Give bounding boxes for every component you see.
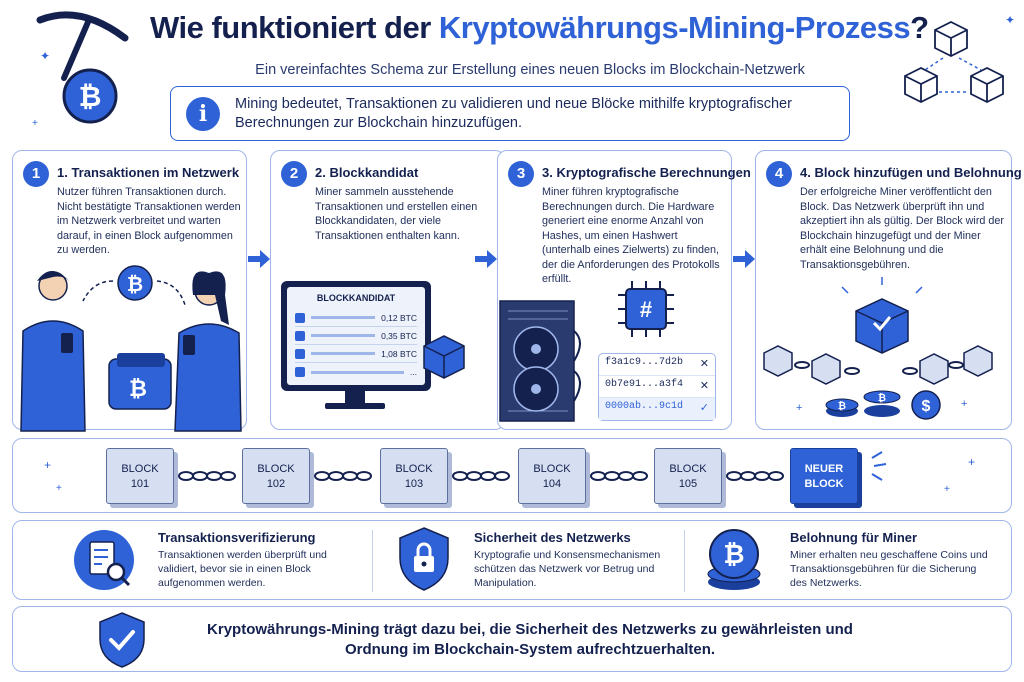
svg-text:+: + <box>44 458 51 472</box>
pickaxe-bitcoin-icon: ₿ ✦ + <box>32 11 129 129</box>
chain-link-icon <box>452 471 510 481</box>
footer-box <box>12 606 1012 672</box>
step-number: 4 <box>766 161 792 187</box>
arrow-right-icon <box>475 250 497 268</box>
divider <box>684 530 685 592</box>
intro-box: i Mining bedeutet, Transaktionen zu vali… <box>170 86 850 141</box>
document-search-icon <box>74 530 134 590</box>
step-title: 4. Block hinzufügen und Belohnung <box>800 165 1022 180</box>
page-subtitle: Ein vereinfachtes Schema zur Erstellung … <box>255 62 805 78</box>
info-icon: i <box>186 97 220 131</box>
svg-text:+: + <box>968 455 975 469</box>
list-item: f3a1c9...7d2b✕ <box>599 354 715 376</box>
chain-link-icon <box>590 471 648 481</box>
svg-text:+: + <box>32 118 38 129</box>
list-item: ... <box>295 363 417 381</box>
monitor-stand <box>345 391 365 405</box>
svg-text:₿: ₿ <box>838 400 846 412</box>
step-card-4: 4 4. Block hinzufügen und Belohnung Der … <box>755 150 1022 430</box>
footer-text: Kryptowährungs-Mining trägt dazu bei, di… <box>207 621 853 658</box>
step-title: 3. Kryptografische Berechnungen <box>542 165 751 180</box>
shield-check-icon <box>99 612 145 668</box>
svg-text:₿: ₿ <box>723 539 744 569</box>
benefit-text: Transaktionen werden überprüft und valid… <box>158 549 327 589</box>
step-body: Nutzer führen Transaktionen durch. Nicht… <box>57 186 241 256</box>
svg-text:✦: ✦ <box>1005 13 1015 27</box>
step-body: Der erfolgreiche Miner veröffentlicht de… <box>800 186 1005 271</box>
list-item: 0,12 BTC <box>295 309 417 327</box>
page-title-accent: Kryptowährungs-Mining-Prozess <box>438 10 911 45</box>
glow-lines-icon <box>871 451 887 481</box>
step-card-2: 2 2. Blockkandidat Miner sammeln aussteh… <box>270 150 505 430</box>
svg-text:₿: ₿ <box>127 274 143 296</box>
step-body: Miner führen kryptografische Berechnunge… <box>542 186 720 285</box>
hash-list: f3a1c9...7d2b✕ 0b7e91...a3f4✕ 0000ab...9… <box>598 353 716 421</box>
coin-stack-icon: ₿ <box>707 529 761 590</box>
list-item: 1,08 BTC <box>295 345 417 363</box>
svg-text:₿: ₿ <box>129 376 147 401</box>
step-card-1: 1 1. Transaktionen im Netzwerk Nutzer fü… <box>12 150 247 432</box>
svg-text:+: + <box>56 483 62 494</box>
step-number: 1 <box>23 161 49 187</box>
intro-text: Mining bedeutet, Transaktionen zu validi… <box>235 96 792 131</box>
cube-network-icon: ✦ <box>904 13 1015 104</box>
list-item: 0,35 BTC <box>295 327 417 345</box>
svg-text:+: + <box>944 484 950 495</box>
arrow-right-icon <box>248 250 270 268</box>
step-body: Miner sammeln ausstehende Transaktionen … <box>315 186 478 242</box>
step-title: 2. Blockkandidat <box>315 165 419 180</box>
block-cube-icon <box>423 335 465 379</box>
benefit-text: Kryptografie und Konsensmechanismen schü… <box>474 549 661 589</box>
svg-text:+: + <box>961 398 967 410</box>
sparkle-icon: ++ <box>944 455 975 495</box>
benefit-title: Belohnung für Miner <box>790 530 918 545</box>
reward-illustration: $ ₿ ₿ + + <box>763 277 993 420</box>
svg-text:✦: ✦ <box>40 49 50 63</box>
chain-link-icon <box>726 471 784 481</box>
shield-lock-icon <box>399 527 449 591</box>
list-item: 0b7e91...a3f4✕ <box>599 376 715 398</box>
svg-text:₿: ₿ <box>79 81 102 112</box>
svg-text:$: $ <box>922 398 931 415</box>
sparkle-icon: ++ <box>44 458 62 494</box>
divider <box>372 530 373 592</box>
chain-link-icon <box>314 471 372 481</box>
monitor-base <box>325 403 385 409</box>
benefit-text: Miner erhalten neu geschaffene Coins und… <box>790 549 988 589</box>
monitor-title: BLOCKKANDIDAT <box>316 293 396 303</box>
mining-rig-icon <box>499 300 581 422</box>
users-exchange-illustration: ₿ ₿ <box>20 265 242 432</box>
arrow-right-icon <box>733 250 755 268</box>
svg-text:+: + <box>796 402 802 414</box>
list-item: 0000ab...9c1d✓ <box>599 398 715 420</box>
step-number: 3 <box>508 161 534 187</box>
svg-text:₿: ₿ <box>878 392 886 404</box>
benefits-row <box>12 520 1012 600</box>
benefit-title: Transaktionsverifizierung <box>158 530 316 545</box>
monitor: BLOCKKANDIDAT 0,12 BTC 0,35 BTC 1,08 BTC… <box>281 281 431 391</box>
step-number: 2 <box>281 161 307 187</box>
benefit-title: Sicherheit des Netzwerks <box>474 530 631 545</box>
chip-icon <box>618 281 674 337</box>
step-card-3: 3 3. Kryptografische Berechnungen Miner … <box>497 150 751 430</box>
chain-link-icon <box>178 471 236 481</box>
chip-symbol: # <box>639 297 653 322</box>
page-title: Wie funktioniert der Kryptowährungs-Mini… <box>150 10 929 45</box>
step-title: 1. Transaktionen im Netzwerk <box>57 165 240 180</box>
